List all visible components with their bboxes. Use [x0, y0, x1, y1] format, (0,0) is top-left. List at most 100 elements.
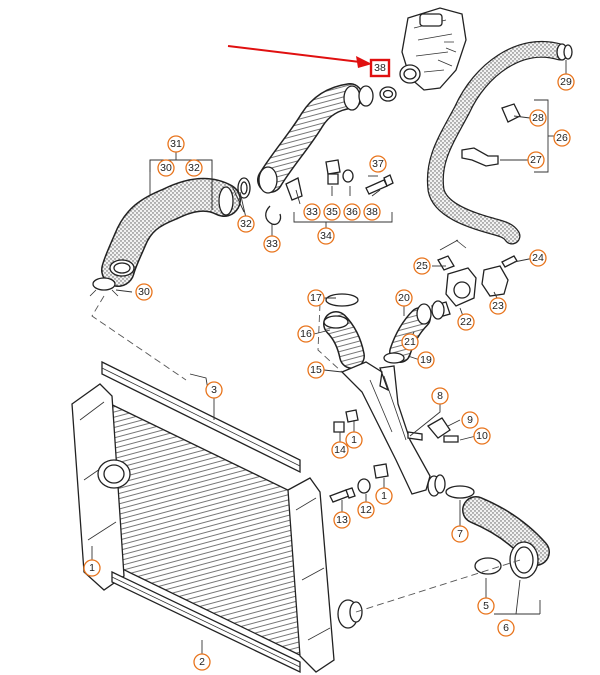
callout-1-b[interactable]: 1: [375, 487, 393, 505]
callout-25[interactable]: 25: [413, 257, 431, 275]
callout-31[interactable]: 31: [167, 135, 185, 153]
valve-assembly: [431, 239, 518, 319]
callout-number: 32: [240, 218, 252, 230]
flow-lines: [91, 295, 521, 613]
callout-3[interactable]: 3: [205, 381, 223, 399]
callout-number: 23: [492, 300, 504, 312]
callout-32[interactable]: 32: [237, 215, 255, 233]
callout-number: 6: [503, 622, 509, 634]
callout-number: 34: [320, 230, 332, 242]
charge-pipe-lower: [340, 361, 446, 497]
callout-number: 3: [211, 384, 217, 396]
callout-number: 7: [457, 528, 463, 540]
intercooler: [71, 360, 363, 674]
callout-33-a[interactable]: 33: [303, 203, 321, 221]
callout-number: 36: [346, 206, 358, 218]
callout-16[interactable]: 16: [297, 325, 315, 343]
callout-15[interactable]: 15: [307, 361, 325, 379]
callout-7[interactable]: 7: [451, 525, 469, 543]
callout-33-b[interactable]: 33: [263, 235, 281, 253]
callout-number: 33: [266, 238, 278, 250]
callout-label: 38: [374, 62, 386, 74]
callout-2[interactable]: 2: [193, 653, 211, 671]
callout-number: 38: [366, 206, 378, 218]
callout-number: 27: [530, 154, 542, 166]
turbocharger: [399, 7, 467, 91]
callout-number: 13: [336, 514, 348, 526]
callout-36[interactable]: 36: [343, 203, 361, 221]
callout-13[interactable]: 13: [333, 511, 351, 529]
callout-number: 10: [476, 430, 488, 442]
callout-number: 22: [460, 316, 472, 328]
callout-35[interactable]: 35: [323, 203, 341, 221]
hose-6: [445, 485, 550, 579]
callout-number: 1: [351, 434, 357, 446]
callout-number: 30: [138, 286, 150, 298]
callout-number: 31: [170, 138, 182, 150]
callout-number: 30: [160, 162, 172, 174]
callout-20[interactable]: 20: [395, 289, 413, 307]
callout-14[interactable]: 14: [331, 441, 349, 459]
callout-number: 17: [310, 292, 322, 304]
callout-number: 9: [467, 414, 473, 426]
callout-9[interactable]: 9: [461, 411, 479, 429]
hose-16: [323, 293, 365, 369]
callout-number: 37: [372, 158, 384, 170]
callout-21[interactable]: 21: [401, 333, 419, 351]
callout-26[interactable]: 26: [553, 129, 571, 147]
callout-29[interactable]: 29: [557, 73, 575, 91]
callout-30[interactable]: 30: [135, 283, 153, 301]
fasteners-lower: [329, 409, 389, 503]
callout-38[interactable]: 38: [363, 203, 381, 221]
callout-19[interactable]: 19: [417, 351, 435, 369]
callout-number: 8: [437, 390, 443, 402]
callout-23[interactable]: 23: [489, 297, 507, 315]
callout-number: 1: [381, 490, 387, 502]
callout-37[interactable]: 37: [369, 155, 387, 173]
callout-number: 21: [404, 336, 416, 348]
callout-number: 5: [483, 600, 489, 612]
callout-number: 25: [416, 260, 428, 272]
o-ring-38: [379, 86, 397, 102]
callout-22[interactable]: 22: [457, 313, 475, 331]
callout-number: 35: [326, 206, 338, 218]
callout-30-top[interactable]: 30: [157, 159, 175, 177]
callout-28[interactable]: 28: [529, 109, 547, 127]
callout-12[interactable]: 12: [357, 501, 375, 519]
fasteners-35-37: [325, 159, 394, 195]
callout-38-highlighted[interactable]: 38: [369, 58, 391, 78]
callout-24[interactable]: 24: [529, 249, 547, 267]
callout-1-c[interactable]: 1: [83, 559, 101, 577]
callout-1-a[interactable]: 1: [345, 431, 363, 449]
callout-number: 29: [560, 76, 572, 88]
callout-number: 33: [306, 206, 318, 218]
callout-number: 15: [310, 364, 322, 376]
callout-27[interactable]: 27: [527, 151, 545, 169]
callout-32-top[interactable]: 32: [185, 159, 203, 177]
callout-5[interactable]: 5: [477, 597, 495, 615]
callout-number: 19: [420, 354, 432, 366]
hose-31: [89, 177, 241, 297]
hose-26: [426, 40, 573, 245]
callout-number: 26: [556, 132, 568, 144]
sensor-9: [407, 417, 459, 443]
callout-10[interactable]: 10: [473, 427, 491, 445]
callout-number: 24: [532, 252, 544, 264]
callout-number: 1: [89, 562, 95, 574]
callout-number: 2: [199, 656, 205, 668]
callout-8[interactable]: 8: [431, 387, 449, 405]
callout-6[interactable]: 6: [497, 619, 515, 637]
callout-number: 14: [334, 444, 346, 456]
callout-34[interactable]: 34: [317, 227, 335, 245]
callout-17[interactable]: 17: [307, 289, 325, 307]
highlight-arrow: [227, 45, 372, 68]
callout-number: 20: [398, 292, 410, 304]
callout-number: 12: [360, 504, 372, 516]
charge-pipe-upper: [257, 83, 374, 201]
callout-number: 16: [300, 328, 312, 340]
callout-number: 32: [188, 162, 200, 174]
callouts: 38 29 28 26 27 31 30 32 37 32 33 35 36 3…: [83, 58, 575, 671]
callout-number: 28: [532, 112, 544, 124]
